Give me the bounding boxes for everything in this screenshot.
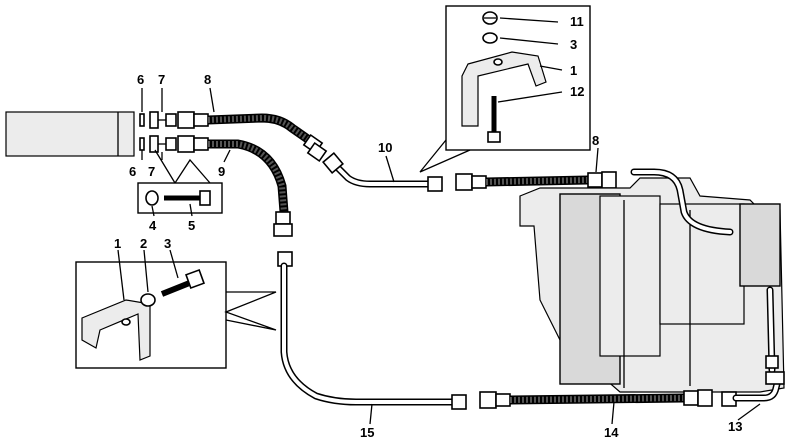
engine-block-icon <box>519 168 785 393</box>
tee-fitting-upper-icon <box>139 111 177 129</box>
callout-7-lower: 7 <box>148 164 155 179</box>
callout-5: 5 <box>188 218 195 233</box>
braided-hose-9-icon <box>177 135 293 237</box>
braided-hose-8-right-icon <box>455 171 617 191</box>
elbow-fitting-13-icon <box>721 371 785 407</box>
callout-3-left: 3 <box>164 236 171 251</box>
braided-hose-14-icon <box>479 389 713 409</box>
callout-6-upper: 6 <box>137 72 144 87</box>
callout-3-top: 3 <box>570 37 577 52</box>
clamp-detail-box-left <box>75 261 277 369</box>
tee-fitting-lower-icon <box>139 135 177 153</box>
callout-9: 9 <box>218 164 225 179</box>
callout-13: 13 <box>728 419 742 434</box>
callout-11: 11 <box>570 14 584 29</box>
rigid-tube-15-icon <box>277 251 467 410</box>
callout-2-left: 2 <box>140 236 147 251</box>
callout-10: 10 <box>378 140 392 155</box>
callout-8-left: 8 <box>204 72 211 87</box>
callout-4: 4 <box>149 218 157 233</box>
rigid-tube-10-icon <box>322 152 443 192</box>
callout-7-upper: 7 <box>158 72 165 87</box>
callout-12: 12 <box>570 84 584 99</box>
leader-lines <box>117 17 761 425</box>
callout-1-top: 1 <box>570 63 577 78</box>
callout-1-left: 1 <box>114 236 121 251</box>
callout-6-lower: 6 <box>129 164 136 179</box>
clamp-detail-box-top <box>419 5 591 173</box>
callout-14: 14 <box>604 425 619 440</box>
braided-hose-8-upper-icon <box>177 111 328 163</box>
fitting-detail-box <box>137 149 223 214</box>
callout-8-right: 8 <box>592 133 599 148</box>
fuel-tank-icon <box>5 111 135 157</box>
callout-15: 15 <box>360 425 374 440</box>
